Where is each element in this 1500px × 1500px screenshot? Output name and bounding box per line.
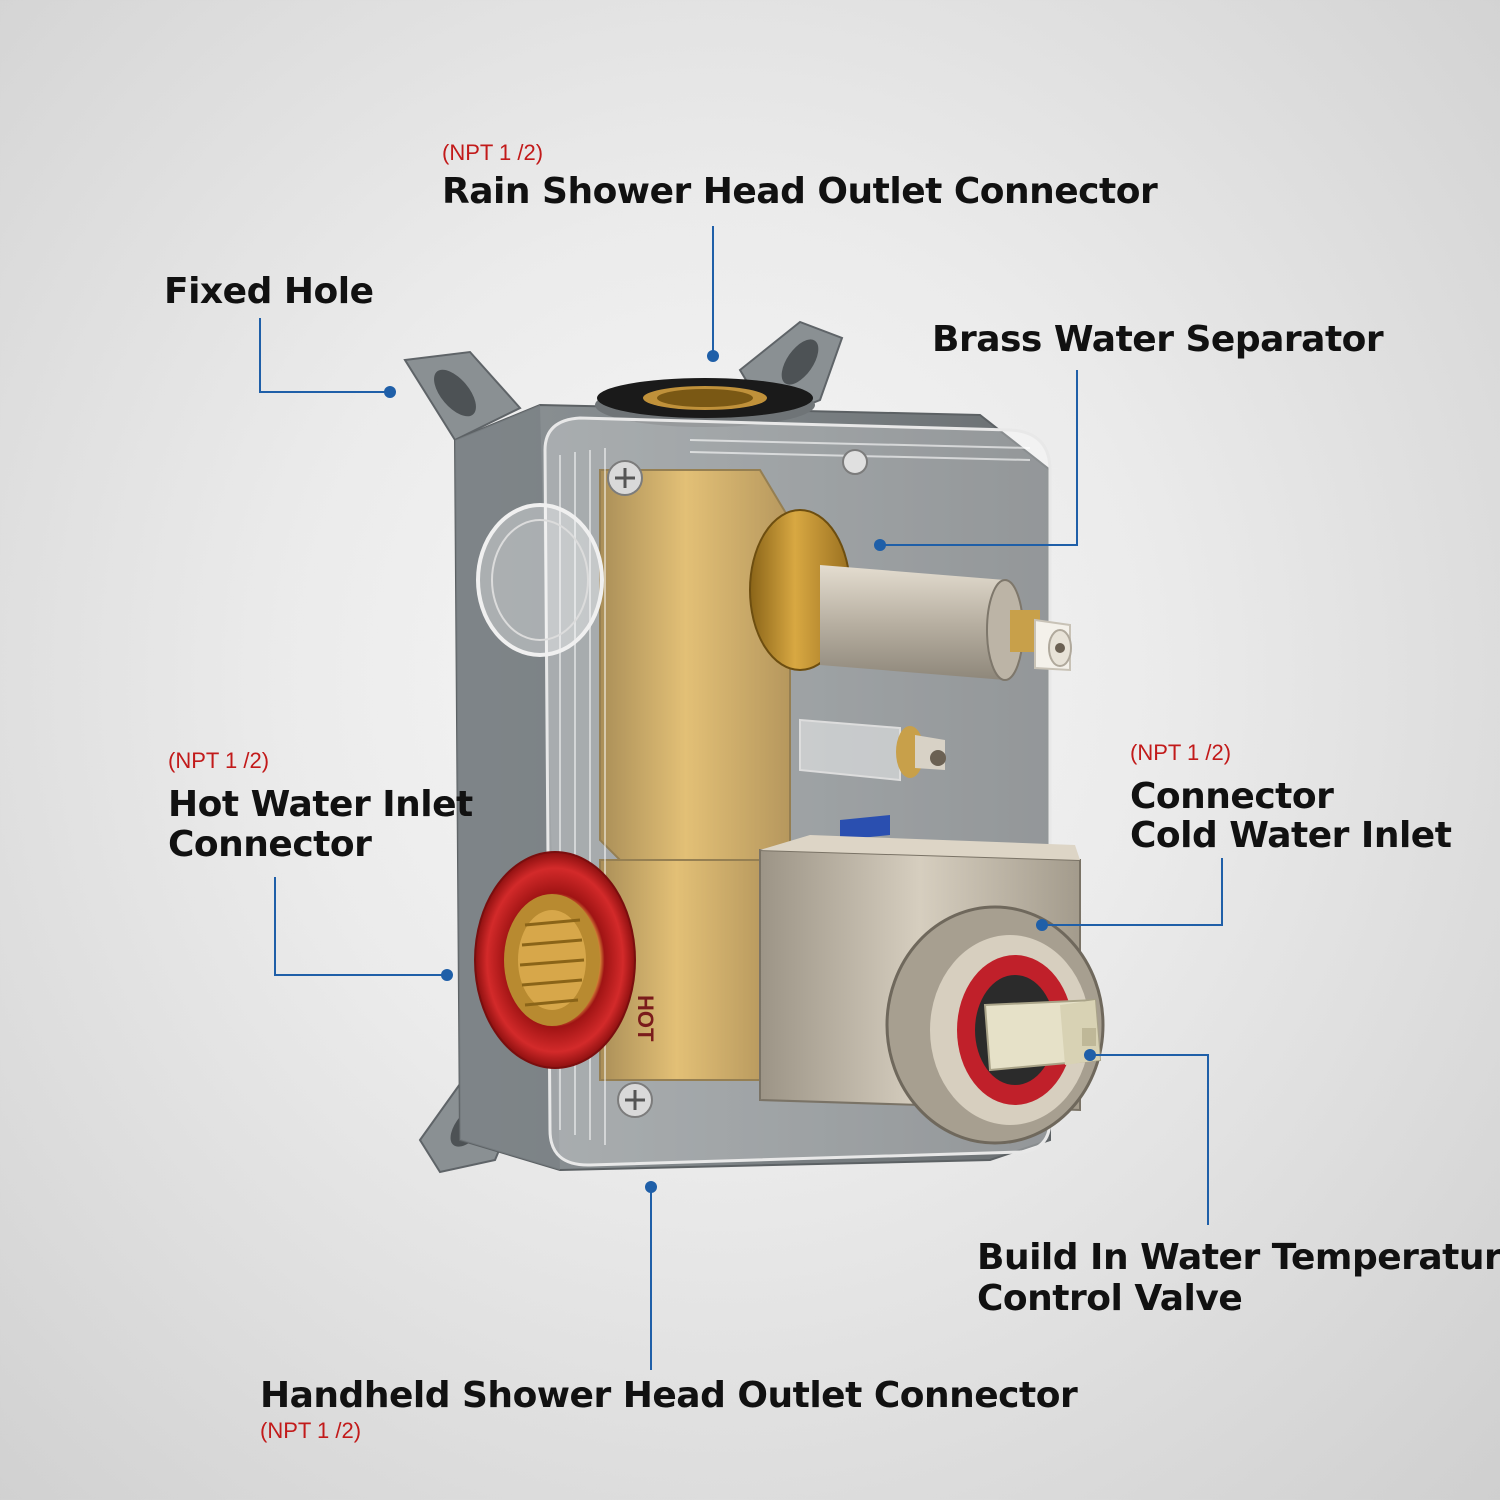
leader-dot-brass-separator bbox=[874, 539, 886, 551]
leader-dot-rain-outlet bbox=[707, 350, 719, 362]
hot-port-marking: HOT bbox=[633, 995, 658, 1042]
cold-inlet-label-line2: Cold Water Inlet bbox=[1130, 815, 1452, 856]
leader-dot-hot-inlet bbox=[441, 969, 453, 981]
temperature-valve-stem bbox=[983, 998, 1102, 1072]
rain-outlet-port bbox=[595, 378, 815, 427]
cold-inlet-label-line1: Connector bbox=[1130, 776, 1334, 817]
cold-inlet-spec: (NPT 1 /2) bbox=[1130, 740, 1232, 765]
leader-dot-fixed-hole bbox=[384, 386, 396, 398]
brass-separator-label: Brass Water Separator bbox=[932, 319, 1384, 360]
leader-dot-handheld-outlet bbox=[645, 1181, 657, 1193]
temp-valve-label-line1: Build In Water Temperature bbox=[977, 1237, 1500, 1278]
cold-inlet-check-valve bbox=[799, 718, 946, 840]
hot-inlet-label-line1: Hot Water Inlet bbox=[168, 784, 473, 825]
rain-outlet-spec: (NPT 1 /2) bbox=[442, 140, 544, 165]
temp-valve-label-line2: Control Valve bbox=[977, 1278, 1243, 1319]
hot-inlet-port: HOT bbox=[474, 851, 658, 1069]
leader-dot-temp-valve bbox=[1084, 1049, 1096, 1061]
rain-outlet-label: Rain Shower Head Outlet Connector bbox=[442, 171, 1158, 212]
fixed-hole-label: Fixed Hole bbox=[164, 271, 374, 312]
cover-screws bbox=[607, 449, 868, 1118]
handheld-outlet-spec: (NPT 1 /2) bbox=[260, 1418, 362, 1443]
leader-brass-separator bbox=[880, 370, 1078, 546]
hot-inlet-label-line2: Connector bbox=[168, 824, 372, 865]
leader-temp-valve bbox=[1090, 1054, 1209, 1225]
brass-separator-spindle bbox=[749, 509, 1072, 681]
clear-port-cap bbox=[476, 503, 604, 657]
handheld-outlet-label: Handheld Shower Head Outlet Connector bbox=[260, 1375, 1078, 1416]
leader-cold-inlet bbox=[1042, 858, 1223, 926]
leader-hot-inlet bbox=[274, 877, 447, 976]
leader-dot-cold-inlet bbox=[1036, 919, 1048, 931]
hot-inlet-spec: (NPT 1 /2) bbox=[168, 748, 270, 773]
leader-fixed-hole bbox=[259, 318, 390, 393]
